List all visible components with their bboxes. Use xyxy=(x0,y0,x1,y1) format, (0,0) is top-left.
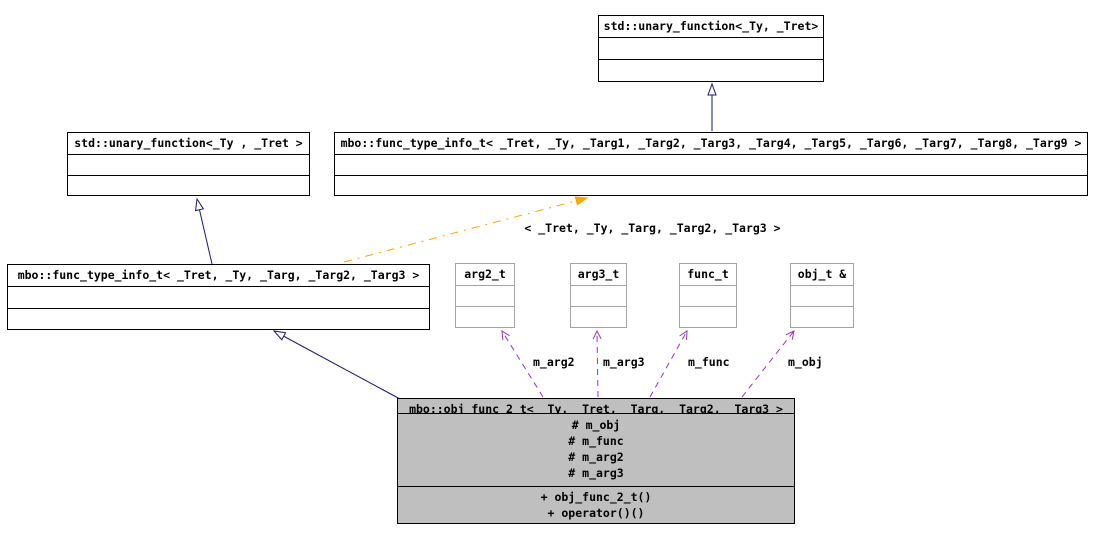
class-title: func_t xyxy=(680,264,736,286)
class-title: arg3_t xyxy=(571,264,626,286)
attributes-compartment xyxy=(791,286,853,307)
usage-arrow-m-arg3 xyxy=(592,329,602,398)
class-title: obj_t & xyxy=(791,264,853,286)
method-constructor: + obj_func_2_t() xyxy=(540,490,652,504)
attributes-compartment xyxy=(456,286,514,307)
class-title: std::unary_function<_Ty, _Tret> xyxy=(599,16,823,38)
usage-arrow-m-arg2 xyxy=(501,330,544,398)
methods-compartment xyxy=(68,176,309,196)
attributes-compartment xyxy=(599,38,823,60)
class-node-arg2-t: arg2_t xyxy=(455,263,515,328)
usage-label-m-arg3: m_arg3 xyxy=(603,355,645,369)
methods-compartment xyxy=(599,60,823,81)
usage-arrow-m-obj xyxy=(741,330,795,398)
attribute-m-arg2: # m_arg2 xyxy=(568,450,624,464)
inheritance-arrow-main-to-left xyxy=(272,330,401,400)
attributes-compartment: # m_obj # m_func # m_arg2 # m_arg3 xyxy=(398,414,794,487)
template-instantiation-arrow xyxy=(343,196,589,263)
methods-compartment xyxy=(456,307,514,327)
methods-compartment xyxy=(791,307,853,327)
inheritance-arrow-left-to-unary xyxy=(194,197,213,265)
usage-label-m-arg2: m_arg2 xyxy=(533,355,575,369)
class-title: mbo::obj_func_2_t< _Ty, _Tret, _Targ, _T… xyxy=(398,399,794,414)
attributes-compartment xyxy=(8,287,429,309)
class-node-arg3-t: arg3_t xyxy=(570,263,627,328)
usage-arrow-m-func xyxy=(649,330,688,398)
class-title: mbo::func_type_info_t< _Tret, _Ty, _Targ… xyxy=(8,265,429,287)
class-node-obj-func-2-t-main: mbo::obj_func_2_t< _Ty, _Tret, _Targ, _T… xyxy=(397,398,795,524)
class-node-func-t: func_t xyxy=(679,263,737,328)
template-instantiation-label: < _Tret, _Ty, _Targ, _Targ2, _Targ3 > xyxy=(524,221,781,235)
method-operator-call: + operator()() xyxy=(547,506,645,520)
class-node-std-unary-function-left[interactable]: std::unary_function<_Ty , _Tret > xyxy=(67,132,310,196)
methods-compartment xyxy=(8,309,429,330)
usage-label-m-func: m_func xyxy=(688,355,730,369)
attributes-compartment xyxy=(680,286,736,307)
class-title: arg2_t xyxy=(456,264,514,286)
methods-compartment xyxy=(680,307,736,327)
methods-compartment xyxy=(571,307,626,327)
class-node-func-type-info-instance[interactable]: mbo::func_type_info_t< _Tret, _Ty, _Targ… xyxy=(7,264,430,330)
attribute-m-obj: # m_obj xyxy=(571,418,621,432)
usage-label-m-obj: m_obj xyxy=(788,355,823,369)
attributes-compartment xyxy=(571,286,626,307)
attribute-m-func: # m_func xyxy=(568,434,624,448)
class-title: mbo::func_type_info_t< _Tret, _Ty, _Targ… xyxy=(335,133,1087,155)
class-node-obj-t-ref: obj_t & xyxy=(790,263,854,328)
class-title: std::unary_function<_Ty , _Tret > xyxy=(68,133,309,155)
class-node-func-type-info-template[interactable]: mbo::func_type_info_t< _Tret, _Ty, _Targ… xyxy=(334,132,1088,196)
attribute-m-arg3: # m_arg3 xyxy=(568,466,624,480)
attributes-compartment xyxy=(335,155,1087,176)
class-node-std-unary-function-top[interactable]: std::unary_function<_Ty, _Tret> xyxy=(598,15,824,82)
methods-compartment xyxy=(335,176,1087,196)
methods-compartment: + obj_func_2_t() + operator()() xyxy=(398,487,794,523)
attributes-compartment xyxy=(68,155,309,176)
